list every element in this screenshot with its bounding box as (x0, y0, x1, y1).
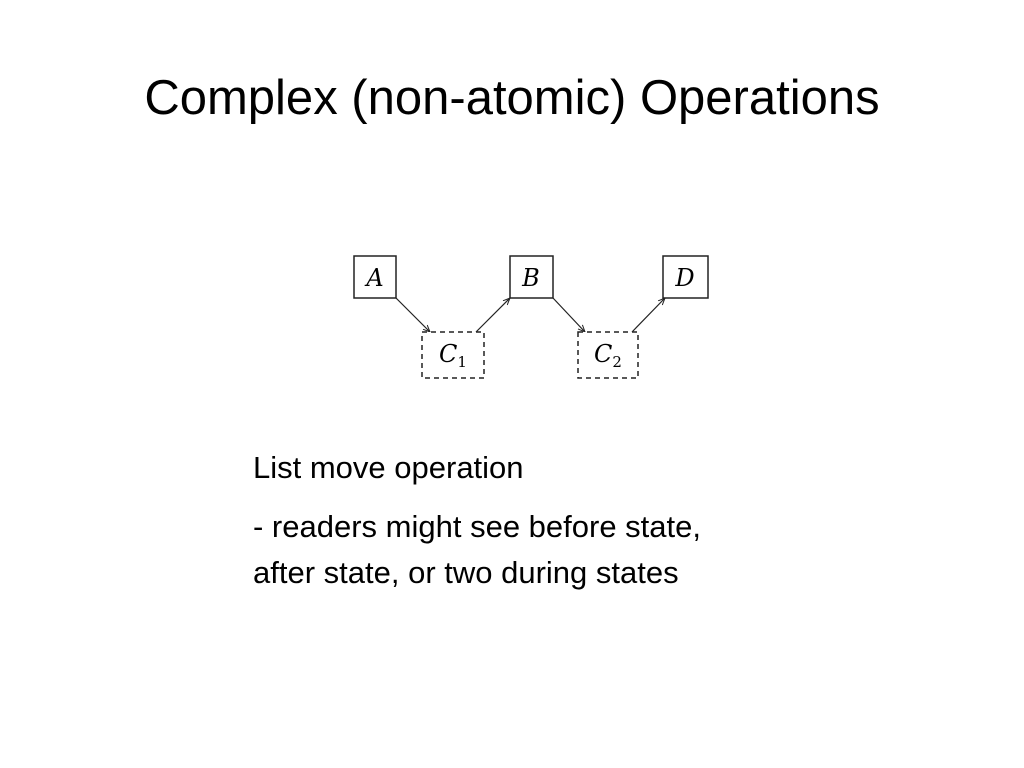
node-c1-subscript: 1 (457, 353, 467, 371)
edge-c1-b (475, 298, 510, 333)
node-d-label: D (674, 264, 694, 292)
node-b: B (509, 255, 554, 299)
body-line-1: - readers might see before state, (253, 509, 702, 544)
node-c2-label: C (594, 340, 612, 368)
body-heading: List move operation (253, 450, 524, 485)
node-b-label: B (521, 264, 540, 292)
body-text: List move operation - readers might see … (253, 445, 953, 596)
list-diagram-svg: A C1 B C2 D (353, 255, 709, 379)
edge-c2-d (631, 298, 665, 333)
node-c2-text: C2 (594, 340, 622, 371)
edge-b-c2 (552, 297, 585, 332)
node-c1-text: C1 (439, 340, 467, 371)
body-line-2: after state, or two during states (253, 555, 679, 590)
node-c2-subscript: 2 (612, 353, 622, 371)
node-c1-label: C (439, 340, 457, 368)
node-a: A (353, 255, 397, 299)
list-diagram: A C1 B C2 D (340, 245, 730, 390)
node-a-label: A (364, 264, 383, 292)
node-c1: C1 (421, 331, 485, 379)
edge-a-c1 (395, 297, 430, 332)
slide-title: Complex (non-atomic) Operations (144, 71, 880, 125)
node-c2: C2 (577, 331, 639, 379)
node-d: D (662, 255, 709, 299)
